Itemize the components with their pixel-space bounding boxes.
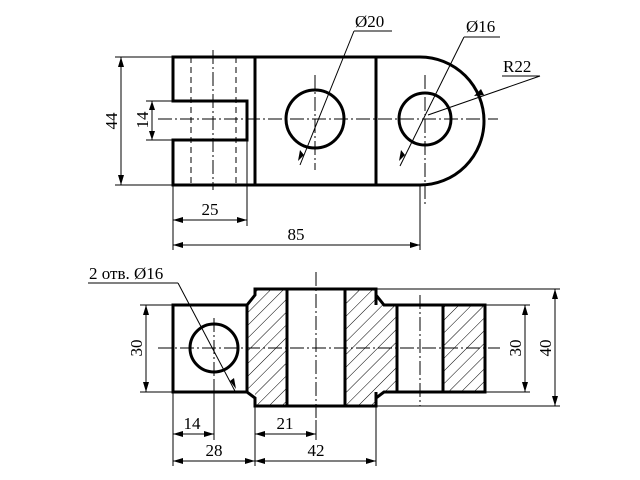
arrowhead	[143, 382, 149, 392]
arrowhead	[149, 101, 155, 110]
arrowhead	[255, 431, 265, 437]
top-view: Ø20 Ø16 R22 44 14 25	[102, 12, 541, 250]
dim-bore-21: 21	[277, 414, 294, 433]
dim-diameter-20: Ø20	[355, 12, 384, 31]
leader-line	[427, 75, 541, 116]
arrowhead	[255, 458, 265, 464]
arrowhead	[143, 305, 149, 315]
front-view: 2 отв. Ø16 30 30 40 14 21	[88, 264, 560, 466]
top-view-outline	[171, 55, 486, 187]
dim-right-30: 30	[506, 340, 525, 357]
arrowhead	[306, 431, 316, 437]
arrowhead	[522, 382, 528, 392]
arrowhead	[118, 175, 124, 185]
section-hatch	[345, 289, 376, 305]
dim-length-85: 85	[288, 225, 305, 244]
dim-block-28: 28	[206, 441, 223, 460]
arrowhead	[552, 289, 558, 299]
arrowhead	[173, 458, 183, 464]
arrowhead	[245, 458, 255, 464]
dim-holes-note: 2 отв. Ø16	[89, 264, 163, 283]
arrowhead	[118, 57, 124, 67]
arrowhead	[399, 150, 405, 161]
dim-height-44: 44	[102, 112, 121, 130]
arrowhead	[552, 396, 558, 406]
arrowhead	[237, 217, 247, 223]
dim-hole-offset-14: 14	[184, 414, 202, 433]
arrowhead	[204, 431, 214, 437]
dim-slot-14: 14	[133, 111, 152, 129]
leader-line	[299, 30, 355, 166]
arrowhead	[474, 89, 484, 96]
dim-block-42: 42	[308, 441, 325, 460]
dim-radius-22: R22	[503, 57, 531, 76]
arrowhead	[149, 131, 155, 140]
arrowhead	[366, 458, 376, 464]
dim-slot-25: 25	[202, 200, 219, 219]
dim-diameter-16: Ø16	[466, 17, 495, 36]
leader-line	[177, 282, 237, 394]
arrowhead	[173, 431, 183, 437]
section-hatch	[255, 289, 287, 305]
dim-height-40: 40	[536, 340, 555, 357]
dim-left-30: 30	[127, 340, 146, 357]
section-hatch	[255, 392, 287, 406]
arrowhead	[410, 242, 420, 248]
arrowhead	[522, 305, 528, 315]
leader-line	[399, 36, 465, 167]
arrowhead	[298, 150, 304, 161]
section-hatch	[345, 392, 376, 406]
arrowhead	[173, 217, 183, 223]
arrowhead	[173, 242, 183, 248]
arrowhead	[230, 378, 236, 389]
